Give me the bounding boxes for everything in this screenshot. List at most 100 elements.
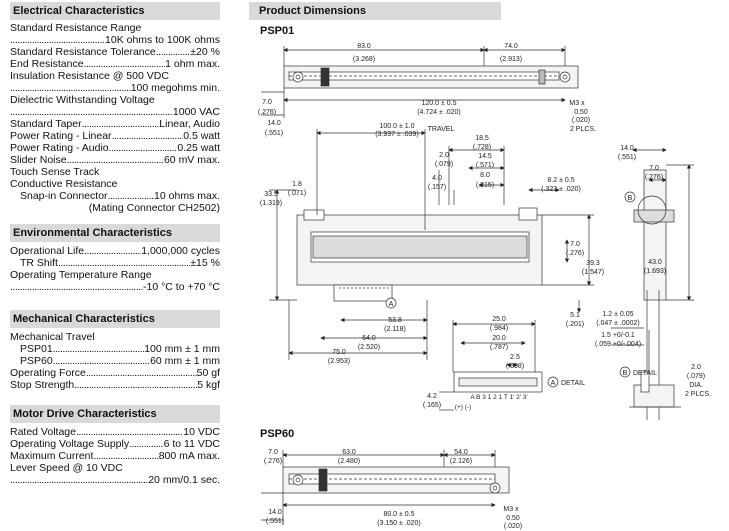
spec-value: 20 mm/0.1 sec.	[148, 474, 220, 486]
spec-label: Operating Temperature Range	[10, 269, 152, 281]
spec-value: 60 mm ± 1 mm	[150, 355, 220, 367]
dim-text: 2.0	[691, 364, 701, 371]
spec-value: 100 mm ± 1 mm	[144, 343, 220, 355]
dim-text: (2.480)	[338, 458, 360, 465]
dim-text: (4.724 ± .020)	[417, 109, 461, 116]
spec-value: -10 °C to +70 °C	[143, 281, 220, 293]
dim-text: 43.0	[648, 259, 662, 266]
dim-text: (.276)	[645, 174, 663, 181]
dim-text: (.276)	[264, 458, 282, 465]
environmental-title: Environmental Characteristics	[10, 224, 220, 242]
electrical-specs: Standard Resistance Range 10K ohms to 10…	[10, 22, 220, 214]
spec-label: TR Shift	[20, 257, 58, 269]
spec-value: 50 gf	[196, 367, 220, 379]
dim-text: (.079)	[435, 161, 453, 168]
psp01-front-view	[269, 129, 594, 360]
spec-value: 1 ohm max.	[165, 58, 220, 70]
dim-text: 14.0	[268, 509, 282, 516]
side-view	[611, 147, 694, 420]
callout-b: B	[628, 195, 633, 202]
dim-text: 54.0	[454, 449, 468, 456]
dim-text: (3.937 ± .039)	[375, 131, 419, 138]
spec-label: Dielectric Withstanding Voltage	[10, 94, 155, 106]
spec-label: Rated Voltage	[10, 426, 76, 438]
spec-label: Standard Resistance Tolerance	[10, 46, 156, 58]
spec-label: Lever Speed @ 10 VDC	[10, 462, 123, 474]
spec-value: (Mating Connector CH2502)	[88, 202, 220, 214]
callout-b: B	[623, 370, 628, 377]
spec-value: 60 mV max.	[163, 154, 220, 166]
dim-text: 2 PLCS.	[570, 126, 596, 133]
dim-text: 14.0	[267, 120, 281, 127]
dimension-drawing: 83.0 (3.268) 74.0 (2.913) 7.0 (.276) 14.…	[258, 43, 711, 530]
psp01-front-dims: 100.0 ± 1.0 (3.937 ± .039) TRAVEL 18.5 (…	[260, 123, 604, 365]
dim-text: (3.268)	[353, 56, 375, 63]
side-view-dims: 14.0 (.551) 7.0 (.276) 43.0 (1.693) 1.2 …	[595, 145, 711, 398]
dim-text: 2.5	[510, 354, 520, 361]
mechanical-title: Mechanical Characteristics	[10, 310, 220, 328]
dim-text: 2 PLCS.	[685, 391, 711, 398]
spec-label: Standard Resistance Range	[10, 22, 142, 34]
dim-text: (.071)	[288, 190, 306, 197]
dim-text: 83.0	[357, 43, 371, 50]
dim-text: 14.5	[478, 153, 492, 160]
dim-text: 1.5 +0/-0.1	[601, 332, 635, 339]
spec-label: Conductive Resistance	[10, 178, 118, 190]
dim-text: 0.50	[574, 109, 588, 116]
product-dimensions-column: Product Dimensions PSP01 PSP60	[249, 0, 729, 531]
dim-text: (2.118)	[384, 326, 406, 333]
spec-label: Standard Taper	[10, 118, 82, 130]
spec-label: Power Rating - Audio	[10, 142, 109, 154]
spec-value: ±15 %	[190, 257, 220, 269]
environmental-specs: Operational Life1,000,000 cycles TR Shif…	[10, 245, 220, 293]
dim-text: (2.126)	[450, 458, 472, 465]
spec-label: End Resistance	[10, 58, 84, 70]
dim-text: (.551)	[265, 130, 283, 137]
dim-text: 8.2 ± 0.5	[547, 177, 574, 184]
spec-label: Touch Sense Track	[10, 166, 100, 178]
dim-text: (2.913)	[500, 56, 522, 63]
dim-text: 39.3	[586, 260, 600, 267]
dim-text: 7.0	[268, 449, 278, 456]
spec-value: 100 megohms min.	[130, 82, 220, 94]
dim-text: (.276)	[258, 109, 276, 116]
detail-b-label: DETAIL	[633, 370, 657, 377]
polarity-label: (+) (-)	[455, 404, 471, 411]
dim-text: 4.2	[427, 393, 437, 400]
dim-text: 8.0	[480, 172, 490, 179]
dim-text: (.323 ± .020)	[541, 186, 581, 193]
psp60-top-view	[261, 450, 510, 525]
connector-dims: 25.0 (.984) 20.0 (.787) 2.5 (.098) 4.2 (…	[423, 316, 585, 411]
dim-text: (1.319)	[260, 200, 282, 207]
specifications-column: Electrical Characteristics Standard Resi…	[10, 0, 220, 486]
dim-text: 7.0	[649, 165, 659, 172]
spec-label: Snap-in Connector	[20, 190, 108, 202]
spec-label: Operational Life	[10, 245, 85, 257]
dim-text: 5.1	[570, 312, 580, 319]
psp01-top-dims: 83.0 (3.268) 74.0 (2.913) 7.0 (.276) 14.…	[258, 43, 596, 137]
dim-text: (.157)	[428, 184, 446, 191]
dim-text: (1.547)	[582, 269, 604, 276]
dim-text: (2.953)	[328, 358, 350, 365]
product-dimensions-title: Product Dimensions	[249, 2, 501, 20]
spec-label: Mechanical Travel	[10, 331, 95, 343]
spec-value: 10 ohms max.	[154, 190, 220, 202]
spec-label: Slider Noise	[10, 154, 67, 166]
spec-value: 0.25 watt	[177, 142, 220, 154]
spec-value: ±20 %	[190, 46, 220, 58]
dim-text: 4.0	[432, 175, 442, 182]
dim-text: 7.0	[570, 241, 580, 248]
dim-text: (.079)	[687, 373, 705, 380]
electrical-title: Electrical Characteristics	[10, 2, 220, 20]
dim-text: 75.0	[332, 349, 346, 356]
dim-text: TRAVEL	[428, 126, 455, 133]
dim-text: (.551)	[266, 518, 284, 525]
dim-text: 18.5	[475, 135, 489, 142]
dim-text: (.165)	[423, 402, 441, 409]
detail-a-label: DETAIL	[561, 380, 585, 387]
spec-value: 10K ohms to 100K ohms	[105, 34, 220, 46]
callout-a: A	[551, 380, 556, 387]
spec-value: Linear, Audio	[159, 118, 220, 130]
dim-text: 80.0 ± 0.5	[383, 511, 414, 518]
psp60-label: PSP60	[260, 428, 295, 440]
